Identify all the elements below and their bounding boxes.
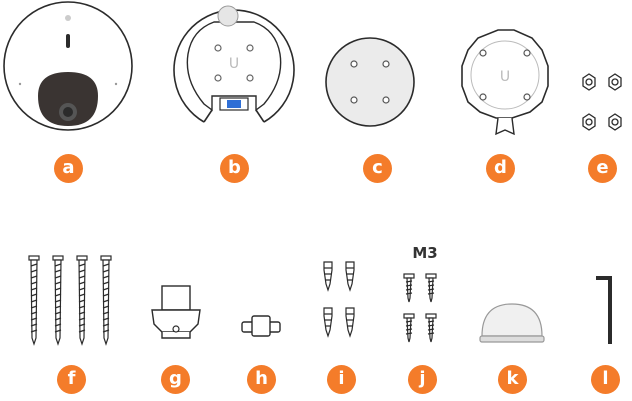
badge-f: f: [57, 365, 86, 394]
mounting-bracket-image: U: [461, 29, 549, 136]
svg-text:U: U: [500, 69, 510, 85]
badge-a: a: [54, 154, 83, 183]
clip-image: [151, 285, 201, 339]
wall-anchors-image: [323, 261, 355, 337]
long-screws-image: [28, 255, 112, 346]
badge-c: c: [363, 154, 392, 183]
hex-key-image: [596, 276, 612, 344]
svg-text:U: U: [229, 56, 239, 72]
badge-b: b: [220, 154, 249, 183]
badge-k: k: [498, 365, 527, 394]
badge-i: i: [327, 365, 356, 394]
screw-size-label: M3: [412, 244, 438, 262]
connector-image: [241, 315, 281, 337]
m3-screws-image: [403, 273, 437, 343]
round-plate-image: [325, 37, 415, 127]
badge-h: h: [247, 365, 276, 394]
dome-cover-image: [479, 303, 545, 343]
badge-e: e: [588, 154, 617, 183]
camera-front-image: [3, 1, 133, 131]
badge-l: l: [591, 365, 620, 394]
nuts-image: [582, 73, 622, 131]
badge-j: j: [408, 365, 437, 394]
badge-g: g: [161, 365, 190, 394]
camera-back-image: U: [173, 5, 295, 123]
badge-d: d: [486, 154, 515, 183]
